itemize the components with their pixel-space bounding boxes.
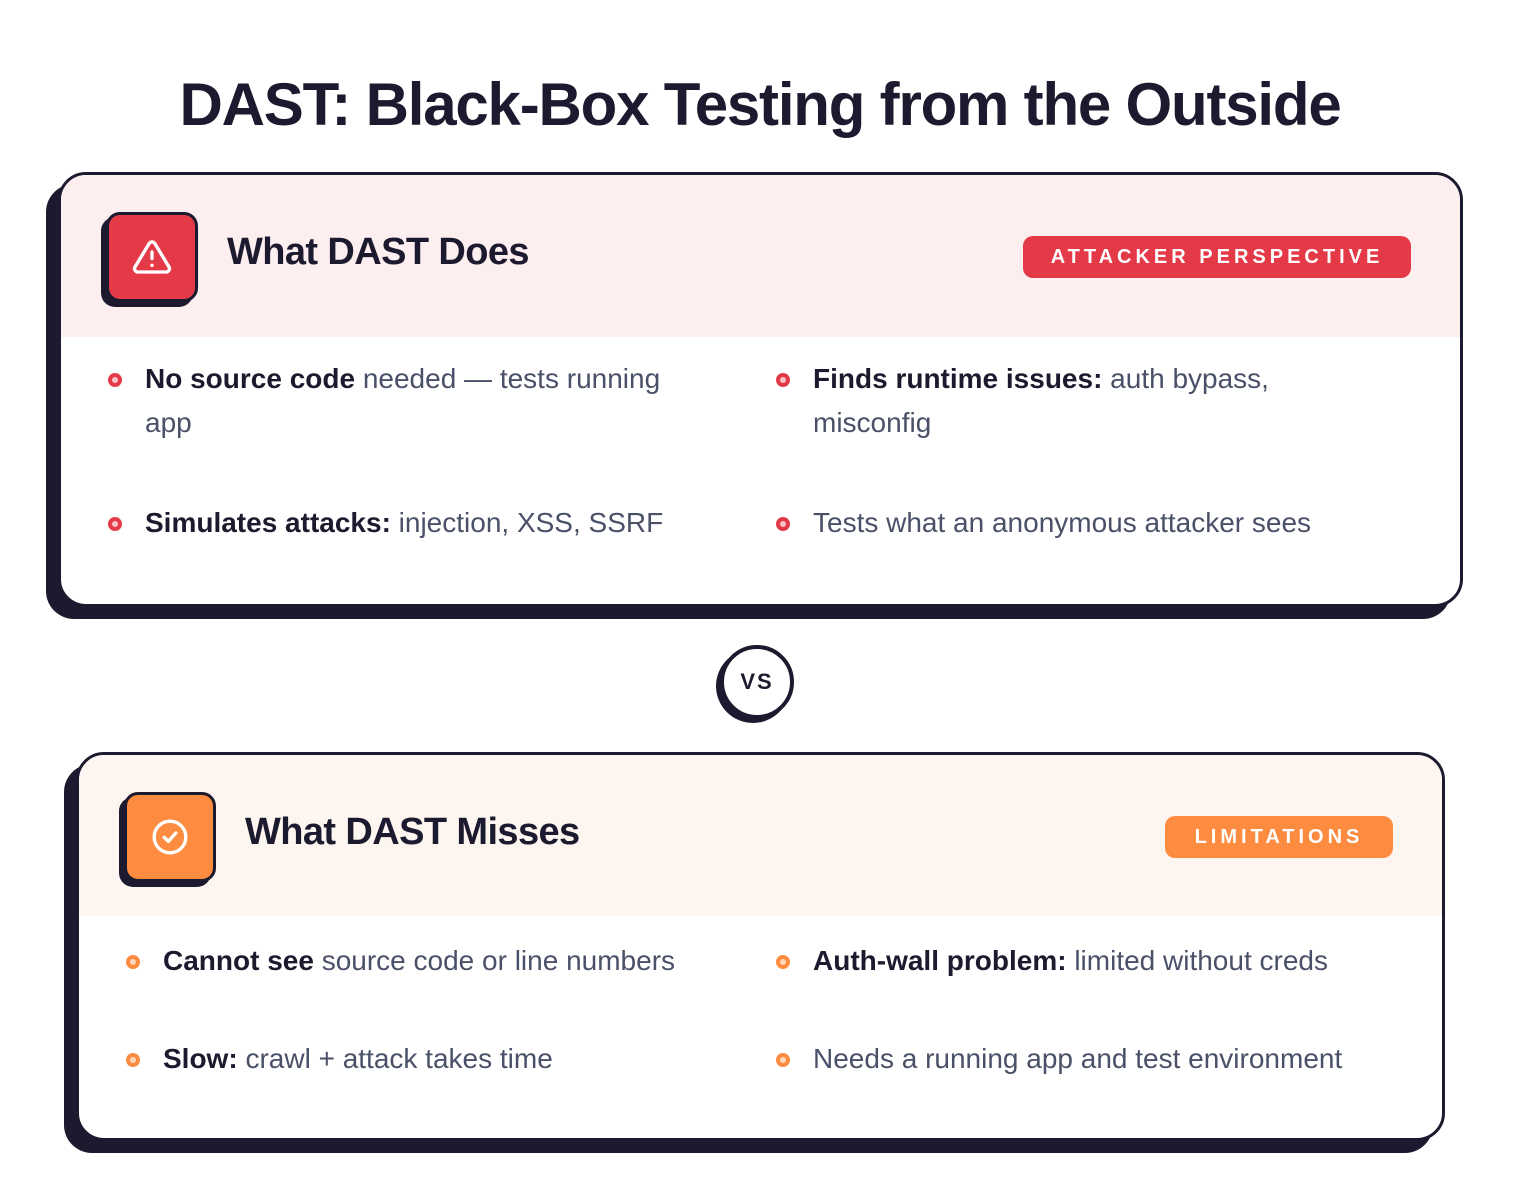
- list-item: Simulates attacks: injection, XSS, SSRF: [108, 501, 748, 545]
- limitation-list: Cannot see source code or line numbers A…: [79, 917, 1442, 1138]
- item-text: auth bypass, misconfig: [813, 363, 1269, 438]
- warning-icon-box: [106, 212, 198, 302]
- check-circle-icon: [152, 819, 188, 855]
- list-item: Cannot see source code or line numbers: [126, 939, 746, 983]
- bullet-icon: [108, 373, 122, 387]
- bullet-icon: [776, 1053, 790, 1067]
- card-title: What DAST Does: [227, 231, 530, 273]
- list-item: Finds runtime issues: auth bypass, misco…: [776, 357, 1336, 445]
- item-text: crawl + attack takes time: [237, 1043, 553, 1074]
- card-header: What DAST Misses LIMITATIONS: [79, 755, 1442, 916]
- item-text: limited without creds: [1066, 945, 1328, 976]
- item-strong: Simulates attacks:: [145, 507, 391, 538]
- bullet-icon: [126, 955, 140, 969]
- check-icon-box: [124, 792, 216, 882]
- warning-triangle-icon: [132, 240, 172, 274]
- item-strong: Cannot see: [163, 945, 314, 976]
- list-item: No source code needed — tests running ap…: [108, 357, 708, 445]
- item-strong: Auth-wall problem:: [813, 945, 1067, 976]
- what-dast-does-card: What DAST Does ATTACKER PERSPECTIVE No s…: [58, 172, 1463, 607]
- feature-list: No source code needed — tests running ap…: [61, 337, 1460, 604]
- item-text: injection, XSS, SSRF: [390, 507, 664, 538]
- list-item: Needs a running app and test environment: [776, 1037, 1436, 1081]
- card-title: What DAST Misses: [245, 811, 580, 853]
- attacker-perspective-badge: ATTACKER PERSPECTIVE: [1023, 236, 1411, 278]
- item-text: Needs a running app and test environment: [813, 1043, 1343, 1074]
- item-text: source code or line numbers: [313, 945, 676, 976]
- bullet-icon: [776, 373, 790, 387]
- vs-divider: VS: [720, 645, 794, 719]
- item-strong: No source code: [145, 363, 356, 394]
- bullet-icon: [108, 517, 122, 531]
- list-item: Auth-wall problem: limited without creds: [776, 939, 1416, 983]
- item-text: needed — tests running app: [145, 363, 661, 438]
- what-dast-misses-card: What DAST Misses LIMITATIONS Cannot see …: [76, 752, 1445, 1141]
- item-strong: Slow:: [163, 1043, 238, 1074]
- list-item: Slow: crawl + attack takes time: [126, 1037, 746, 1081]
- item-text: Tests what an anonymous attacker sees: [813, 507, 1312, 538]
- item-strong: Finds runtime issues:: [813, 363, 1103, 394]
- card-header: What DAST Does ATTACKER PERSPECTIVE: [61, 175, 1460, 337]
- list-item: Tests what an anonymous attacker sees: [776, 501, 1436, 545]
- bullet-icon: [776, 955, 790, 969]
- page-title: DAST: Black-Box Testing from the Outside: [179, 71, 1341, 138]
- limitations-badge: LIMITATIONS: [1165, 816, 1393, 858]
- bullet-icon: [776, 517, 790, 531]
- bullet-icon: [126, 1053, 140, 1067]
